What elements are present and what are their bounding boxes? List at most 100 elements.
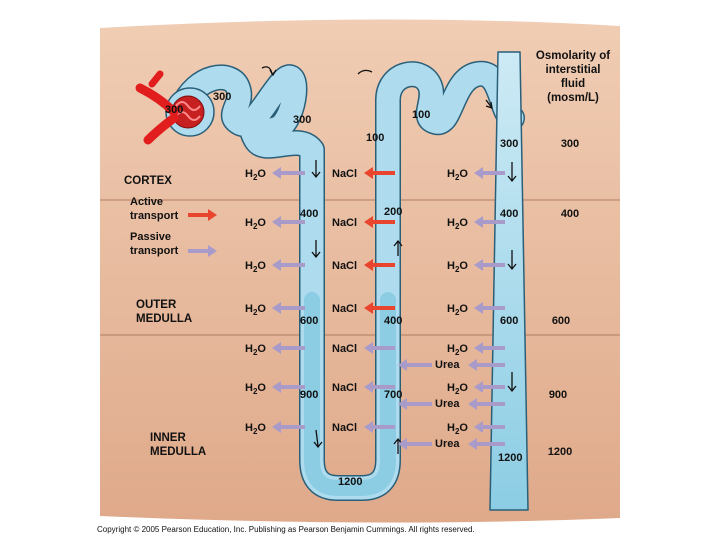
urea-label: Urea [435, 438, 460, 450]
water-efflux-arrow [474, 167, 505, 179]
nacl-active-arrow [364, 302, 395, 314]
header-line: fluid [561, 78, 585, 90]
header-line: (mosm/L) [547, 92, 599, 104]
glomerulus [135, 70, 215, 145]
nacl-passive-arrow [364, 342, 395, 354]
water-label: H2O [447, 422, 468, 436]
tubule-value: 900 [300, 389, 318, 401]
tubule-value: 400 [384, 315, 402, 327]
water-label: H2O [245, 382, 266, 396]
zone-labels: CORTEX OUTER MEDULLA INNER MEDULLA [124, 175, 206, 458]
tubule-value: 600 [300, 315, 318, 327]
header-line: Osmolarity of [536, 50, 610, 62]
tubule-value: 700 [384, 389, 402, 401]
nacl-label: NaCl [332, 168, 357, 180]
urea-influx-arrow [398, 398, 432, 410]
tubule-value: 400 [500, 208, 518, 220]
nacl-passive-arrow [364, 381, 395, 393]
scale-value: 1200 [548, 446, 572, 458]
water-efflux-arrow [474, 421, 505, 433]
nacl-label: NaCl [332, 422, 357, 434]
outer-medulla-label: MEDULLA [136, 313, 192, 325]
water-label: H2O [447, 303, 468, 317]
tubule-value: 100 [412, 109, 430, 121]
inner-medulla-label: MEDULLA [150, 446, 206, 458]
water-efflux-arrow [474, 216, 505, 228]
scale-value: 300 [561, 138, 579, 150]
nacl-label: NaCl [332, 343, 357, 355]
nacl-active-arrow [364, 259, 395, 271]
flow-arrows [261, 66, 517, 454]
osmolarity-header: Osmolarity of interstitial fluid (mosm/L… [536, 50, 610, 104]
water-efflux-arrow [272, 259, 305, 271]
water-label: H2O [245, 168, 266, 182]
tubule-value: 100 [366, 132, 384, 144]
osmolarity-scale: 300 400 600 900 1200 [548, 138, 579, 458]
legend-active-arrow [188, 209, 217, 221]
legend-active-label: transport [130, 210, 179, 222]
water-label: H2O [245, 303, 266, 317]
water-efflux-arrow [272, 342, 305, 354]
tubule-value: 600 [500, 315, 518, 327]
water-label: H2O [245, 260, 266, 274]
header-line: interstitial [546, 64, 601, 76]
legend-passive-arrow [188, 245, 217, 257]
water-label: H2O [245, 422, 266, 436]
nacl-label: NaCl [332, 303, 357, 315]
water-efflux-arrow [474, 381, 505, 393]
efferent-arteriole [143, 113, 179, 145]
water-efflux-arrow [474, 259, 505, 271]
urea-efflux-arrow [468, 398, 505, 410]
urea-efflux-arrow [468, 438, 505, 450]
water-efflux-arrow [272, 421, 305, 433]
nacl-label: NaCl [332, 260, 357, 272]
water-label: H2O [447, 217, 468, 231]
tubule-value: 300 [213, 91, 231, 103]
water-efflux-arrow [272, 167, 305, 179]
nacl-label: NaCl [332, 382, 357, 394]
tubule-system [169, 51, 529, 511]
tubule-values: 300 300 300 400 600 900 1200 100 200 400… [165, 91, 522, 488]
afferent-arteriole [135, 83, 179, 117]
copyright-notice: Copyright © 2005 Pearson Education, Inc.… [97, 525, 475, 534]
water-label: H2O [245, 343, 266, 357]
tubule-value: 300 [500, 138, 518, 150]
urea-influx-arrow [398, 438, 432, 450]
tubule-value: 400 [300, 208, 318, 220]
water-label: H2O [447, 260, 468, 274]
tubule-value: 1200 [498, 452, 522, 464]
water-label: H2O [447, 168, 468, 182]
water-label: H2O [447, 343, 468, 357]
urea-influx-arrow [398, 359, 432, 371]
urea-efflux-arrow [468, 359, 505, 371]
water-efflux-arrow [272, 216, 305, 228]
tubule-value: 1200 [338, 476, 362, 488]
water-label: H2O [245, 217, 266, 231]
water-efflux-arrow [272, 302, 305, 314]
nacl-active-arrow [364, 167, 395, 179]
urea-label: Urea [435, 359, 460, 371]
outer-medulla-label: OUTER [136, 299, 177, 311]
nacl-active-arrow [364, 216, 395, 228]
legend-passive-label: transport [130, 245, 179, 257]
legend-passive-label: Passive [130, 231, 171, 243]
nacl-label: NaCl [332, 217, 357, 229]
tubule-value: 300 [293, 114, 311, 126]
interstitium-background [100, 19, 620, 523]
inner-medulla-label: INNER [150, 432, 186, 444]
water-efflux-arrow [474, 342, 505, 354]
glomerulus-value: 300 [165, 104, 183, 116]
water-label: H2O [447, 382, 468, 396]
water-efflux-arrow [272, 381, 305, 393]
cortex-label: CORTEX [124, 175, 172, 187]
urea-label: Urea [435, 398, 460, 410]
scale-value: 400 [561, 208, 579, 220]
water-efflux-arrow [474, 302, 505, 314]
scale-value: 900 [549, 389, 567, 401]
tubule-value: 200 [384, 206, 402, 218]
legend: Active transport Passive transport [130, 196, 217, 257]
nacl-passive-arrow [364, 421, 395, 433]
scale-value: 600 [552, 315, 570, 327]
